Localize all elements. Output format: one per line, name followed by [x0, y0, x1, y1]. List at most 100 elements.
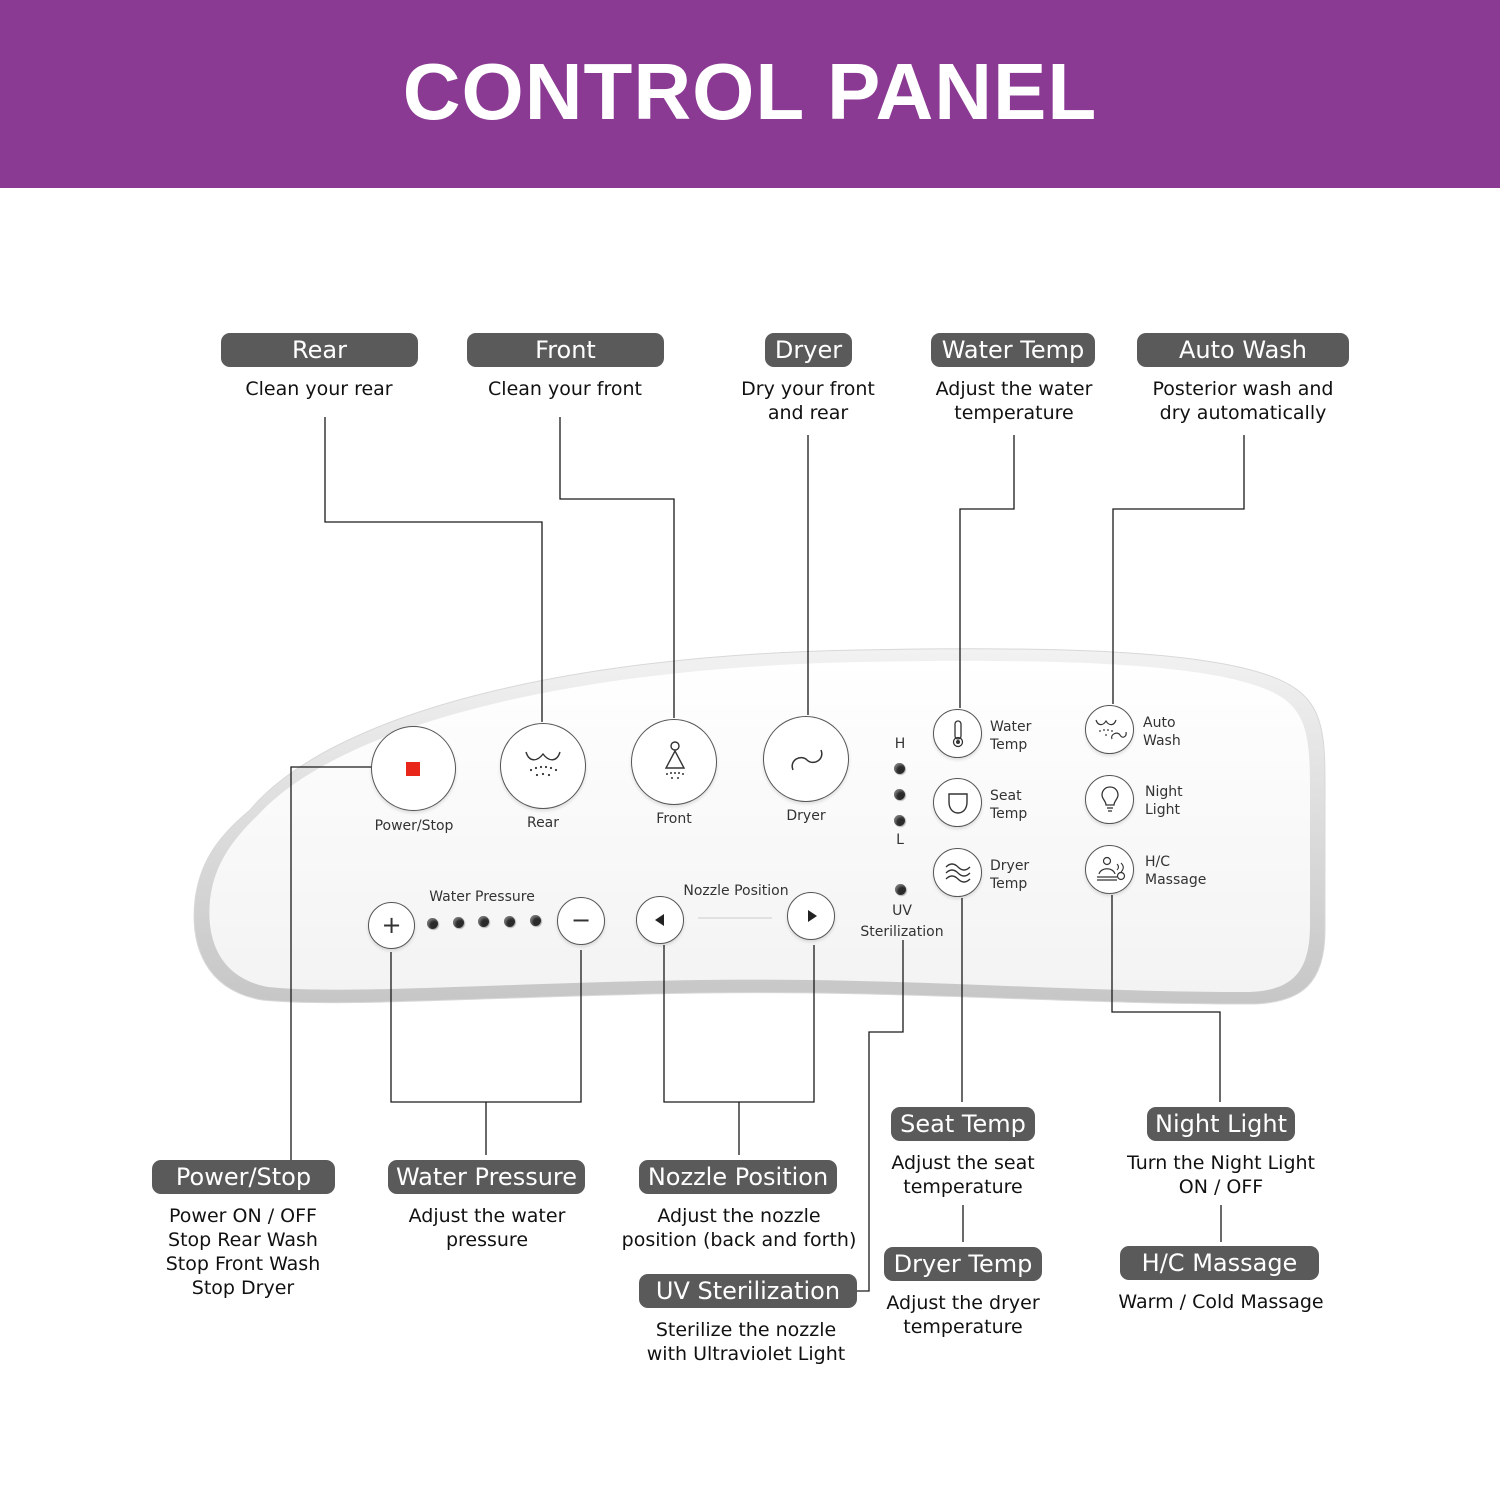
desc-line: Clean your rear	[245, 378, 393, 400]
desc-line: Clean your front	[488, 378, 642, 400]
desc-line: Turn the Night Light	[1126, 1152, 1316, 1174]
desc-line: position (back and forth)	[621, 1229, 857, 1251]
water-temp-button[interactable]	[933, 709, 982, 758]
nozzle-back-button[interactable]	[636, 896, 684, 944]
desc-line: Posterior wash and	[1152, 378, 1334, 400]
level-indicator-mid	[894, 789, 905, 800]
pressure-level-3	[478, 916, 489, 927]
dryer-button[interactable]	[763, 716, 849, 802]
callout-auto-wash-desc: Posterior wash and dry automatically	[1113, 377, 1373, 425]
desc-line: Stop Dryer	[191, 1277, 295, 1299]
callout-rear-desc: Clean your rear	[199, 377, 439, 401]
callout-front-desc: Clean your front	[445, 377, 685, 401]
rear-panel-label: Rear	[526, 815, 560, 831]
callout-hc-massage-desc: Warm / Cold Massage	[1091, 1290, 1351, 1314]
power-stop-button[interactable]	[371, 726, 456, 811]
callout-nozzle-position-label: Nozzle Position	[639, 1160, 837, 1194]
desc-line: ON / OFF	[1178, 1176, 1264, 1198]
panel-face	[209, 660, 1311, 992]
panel-label-line: Massage	[1145, 872, 1207, 888]
dryer-panel-label: Dryer	[786, 808, 826, 824]
front-panel-label: Front	[656, 811, 692, 827]
desc-line: Stop Front Wash	[165, 1253, 321, 1275]
desc-line: Power ON / OFF	[169, 1205, 317, 1227]
callout-dryer-temp-label: Dryer Temp	[884, 1247, 1042, 1281]
dryer-temp-panel-label: Dryer Temp	[990, 857, 1029, 893]
pressure-level-5	[530, 915, 541, 926]
dryer-fan-icon	[791, 749, 823, 771]
dryer-temp-button[interactable]	[933, 848, 982, 897]
massage-icon	[1097, 856, 1126, 881]
panel-label-line: Water	[990, 719, 1032, 735]
desc-line: Sterilize the nozzle	[655, 1319, 837, 1341]
rear-wash-button[interactable]	[500, 723, 586, 809]
nozzle-position-panel-label: Nozzle Position	[683, 883, 789, 899]
power-stop-panel-label: Power/Stop	[374, 818, 454, 834]
panel-label-line: Temp	[990, 806, 1028, 822]
callout-night-light-desc: Turn the Night Light ON / OFF	[1091, 1151, 1351, 1199]
callout-uv-sterilization-label: UV Sterilization	[639, 1274, 857, 1308]
desc-line: temperature	[903, 1176, 1023, 1198]
desc-line: Warm / Cold Massage	[1118, 1291, 1324, 1313]
panel-label-line: Seat	[990, 788, 1022, 804]
desc-line: Adjust the seat	[891, 1152, 1035, 1174]
stop-square-icon	[406, 762, 420, 776]
connector-lines	[290, 417, 1245, 1292]
nozzle-forward-button[interactable]	[787, 892, 835, 940]
hc-massage-panel-label: H/C Massage	[1145, 853, 1206, 889]
desc-line: Dry your front	[741, 378, 875, 400]
triangle-right-icon	[808, 910, 817, 922]
callout-water-pressure-desc: Adjust the water pressure	[357, 1204, 617, 1252]
desc-line: Adjust the water	[935, 378, 1093, 400]
panel-label-line: H/C	[1145, 854, 1171, 870]
title-banner	[0, 0, 1500, 188]
callout-front-label: Front	[467, 333, 664, 367]
wave-icon	[945, 863, 971, 883]
desc-line: Adjust the nozzle	[657, 1205, 821, 1227]
panel-label-line: Light	[1145, 802, 1180, 818]
desc-line: Adjust the dryer	[886, 1292, 1040, 1314]
panel-label-line: Wash	[1143, 733, 1181, 749]
pressure-minus-button[interactable]: −	[557, 897, 605, 945]
pressure-level-2	[453, 917, 464, 928]
night-light-button[interactable]	[1085, 775, 1134, 824]
level-indicator-high	[894, 763, 905, 774]
callout-seat-temp-desc: Adjust the seat temperature	[843, 1151, 1083, 1199]
hc-massage-button[interactable]	[1085, 845, 1134, 894]
desc-line: pressure	[445, 1229, 529, 1251]
seat-icon	[948, 793, 968, 814]
panel-label-line: Dryer	[990, 858, 1030, 874]
callout-seat-temp-label: Seat Temp	[891, 1107, 1035, 1141]
level-low-label: L	[896, 832, 904, 848]
pressure-level-4	[504, 916, 515, 927]
desc-line: temperature	[954, 402, 1074, 424]
callout-hc-massage-label: H/C Massage	[1120, 1246, 1319, 1280]
panel-label-line: Auto	[1143, 715, 1176, 731]
seat-temp-panel-label: Seat Temp	[990, 787, 1027, 823]
callout-uv-sterilization-desc: Sterilize the nozzle with Ultraviolet Li…	[616, 1318, 876, 1366]
front-wash-button[interactable]	[631, 719, 717, 805]
level-indicator-low	[894, 815, 905, 826]
desc-line: Adjust the water	[408, 1205, 566, 1227]
callout-dryer-temp-desc: Adjust the dryer temperature	[843, 1291, 1083, 1339]
callout-water-temp-desc: Adjust the water temperature	[894, 377, 1134, 425]
rear-spray-icon	[525, 751, 561, 777]
thermometer-icon	[952, 720, 964, 748]
level-high-label: H	[894, 736, 906, 752]
callout-dryer-desc: Dry your front and rear	[688, 377, 928, 425]
desc-line: dry automatically	[1159, 402, 1327, 424]
callout-night-light-label: Night Light	[1147, 1107, 1295, 1141]
seat-temp-button[interactable]	[933, 778, 982, 827]
sterilization-panel-label: Sterilization	[860, 924, 944, 940]
pressure-plus-button[interactable]: +	[368, 902, 415, 949]
auto-wash-icon	[1095, 719, 1127, 740]
auto-wash-button[interactable]	[1085, 705, 1134, 754]
uv-panel-label: UV	[892, 903, 912, 919]
pressure-level-1	[427, 918, 438, 929]
triangle-left-icon	[655, 914, 664, 926]
callout-rear-label: Rear	[221, 333, 418, 367]
callout-auto-wash-label: Auto Wash	[1137, 333, 1349, 367]
uv-indicator	[895, 884, 906, 895]
water-pressure-panel-label: Water Pressure	[429, 889, 535, 905]
